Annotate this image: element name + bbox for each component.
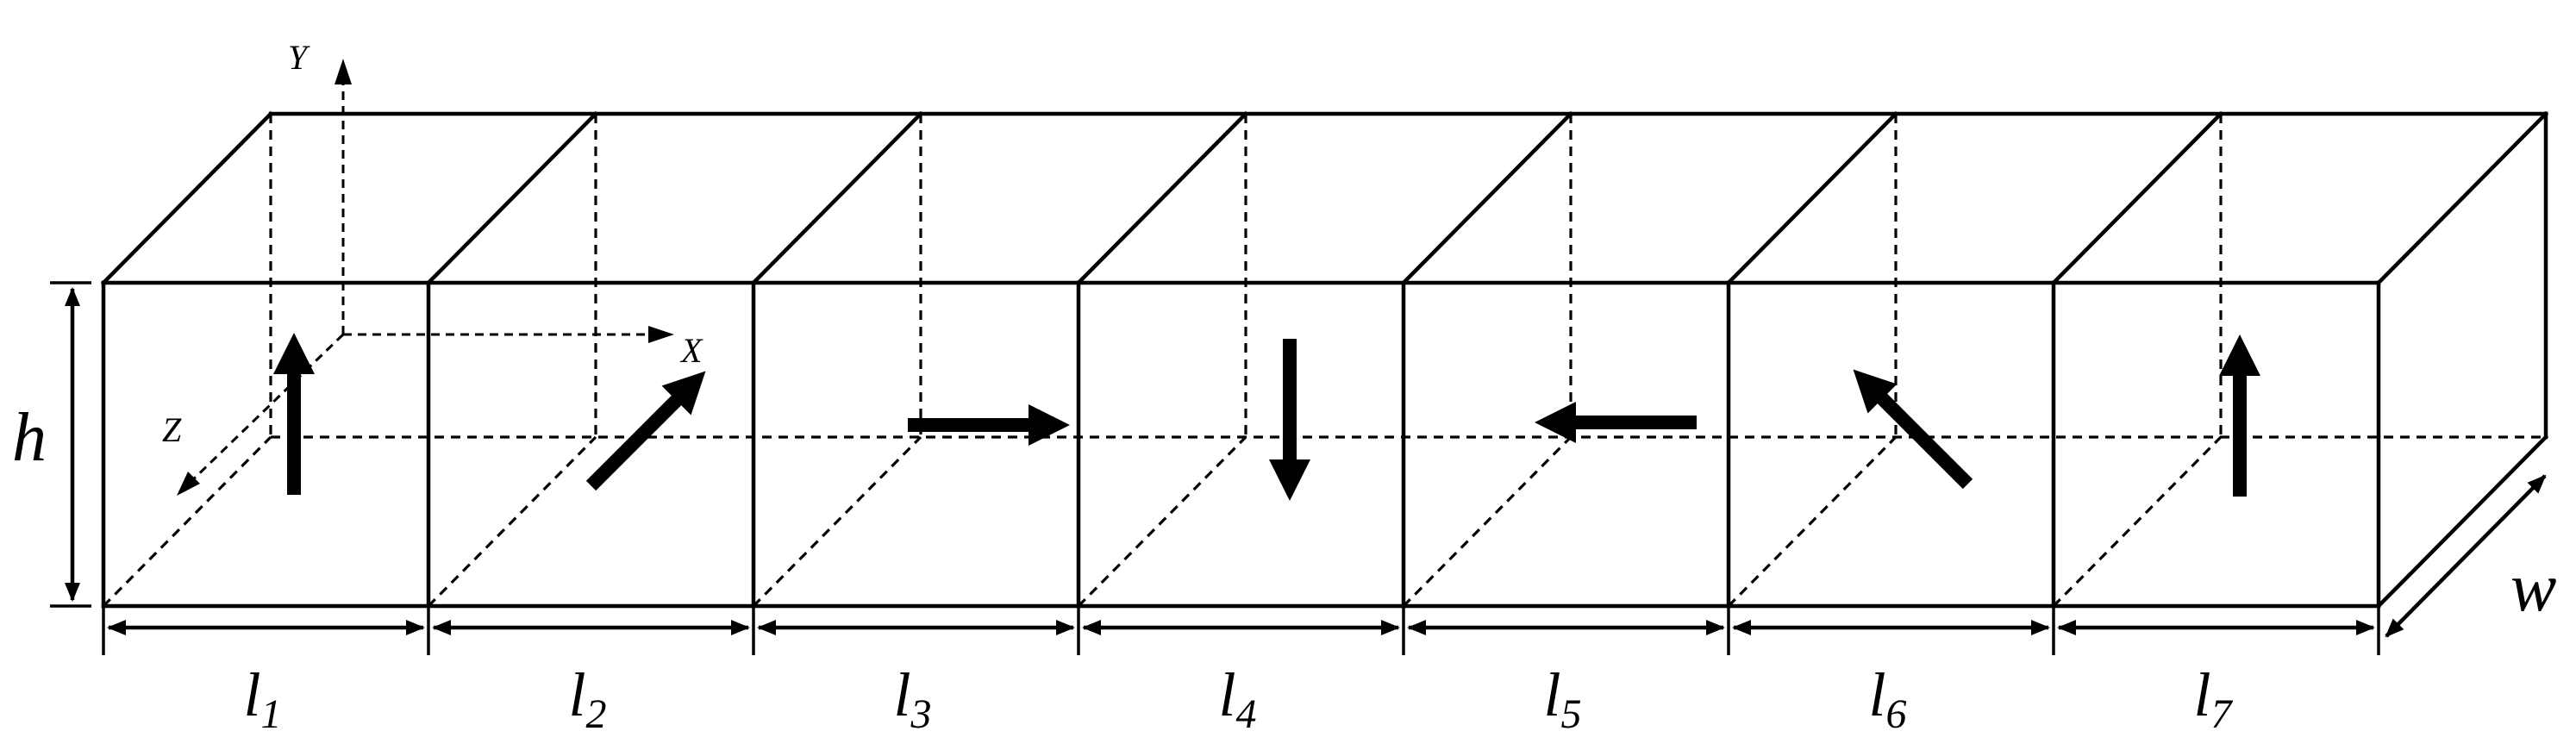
bottom-depth-edge [1402, 435, 1572, 608]
width-label: w [2510, 550, 2556, 626]
x-axis-arrowhead [648, 326, 674, 343]
segment-length-symbol: l [1869, 660, 1886, 729]
top-depth-edge [2050, 110, 2224, 286]
segment-length-label: l7 [2194, 660, 2234, 737]
segment-length-symbol: l [244, 660, 261, 729]
segment-length-subscript: 7 [2211, 691, 2234, 737]
magnet-array-box [100, 110, 2549, 609]
top-depth-edge [1400, 110, 1574, 286]
segment-length-subscript: 2 [586, 691, 607, 737]
segment-length-symbol: l [2194, 660, 2211, 729]
segment-length-subscript: 1 [261, 691, 282, 737]
segment-length-label: l3 [894, 660, 932, 737]
magnetization-arrow [585, 371, 706, 491]
magnetization-arrow [908, 404, 1070, 446]
magnetization-arrow [273, 333, 315, 495]
z-axis-arrowhead [177, 472, 200, 496]
segment-length-symbol: l [894, 660, 911, 729]
segment-length-symbol: l [569, 660, 586, 729]
segment-length-subscript: 6 [1886, 691, 1907, 737]
magnetization-arrow [2219, 334, 2260, 497]
height-dimension: h [12, 281, 91, 608]
magnetization-arrow [1269, 339, 1310, 501]
bottom-depth-edge [427, 435, 597, 608]
segment-length-label: l1 [244, 660, 282, 737]
segment-length-label: l4 [1219, 660, 1257, 737]
magnetization-arrow [1535, 402, 1697, 443]
top-depth-edge [750, 110, 924, 286]
y-axis-arrowhead [335, 59, 352, 84]
top-depth-edge [1725, 110, 1899, 286]
magnetization-arrow [1853, 369, 1973, 490]
z-axis [188, 333, 345, 484]
segment-length-label: l6 [1869, 660, 1907, 737]
bottom-depth-edge [752, 435, 922, 608]
top-depth-edge [425, 110, 599, 286]
width-dimension-line [2385, 474, 2547, 638]
length-dimensions [102, 608, 2380, 655]
segment-length-subscript: 4 [1236, 691, 1257, 737]
hidden-edges [102, 114, 2546, 608]
top-depth-edge [100, 110, 274, 286]
width-dimension: w [2385, 474, 2556, 638]
bottom-depth-edge [102, 435, 272, 608]
segment-length-label: l5 [1544, 660, 1582, 737]
top-depth-edge [2375, 110, 2549, 286]
segment-length-symbol: l [1544, 660, 1561, 729]
z-axis-label: Z [162, 410, 182, 449]
bottom-depth-edge [2052, 435, 2223, 608]
height-label: h [12, 400, 47, 476]
x-axis-label: X [679, 331, 703, 370]
segment-length-subscript: 5 [1561, 691, 1582, 737]
top-depth-edge [1075, 110, 1249, 286]
coordinate-axes: Y X Z [162, 38, 703, 496]
bottom-depth-edge [1727, 435, 1898, 608]
y-axis-label: Y [288, 38, 310, 77]
segment-length-symbol: l [1219, 660, 1236, 729]
magnetization-arrows [273, 333, 2260, 501]
segment-length-label: l2 [569, 660, 607, 737]
segment-length-subscript: 3 [910, 691, 932, 737]
bottom-depth-edge [1077, 435, 1247, 608]
